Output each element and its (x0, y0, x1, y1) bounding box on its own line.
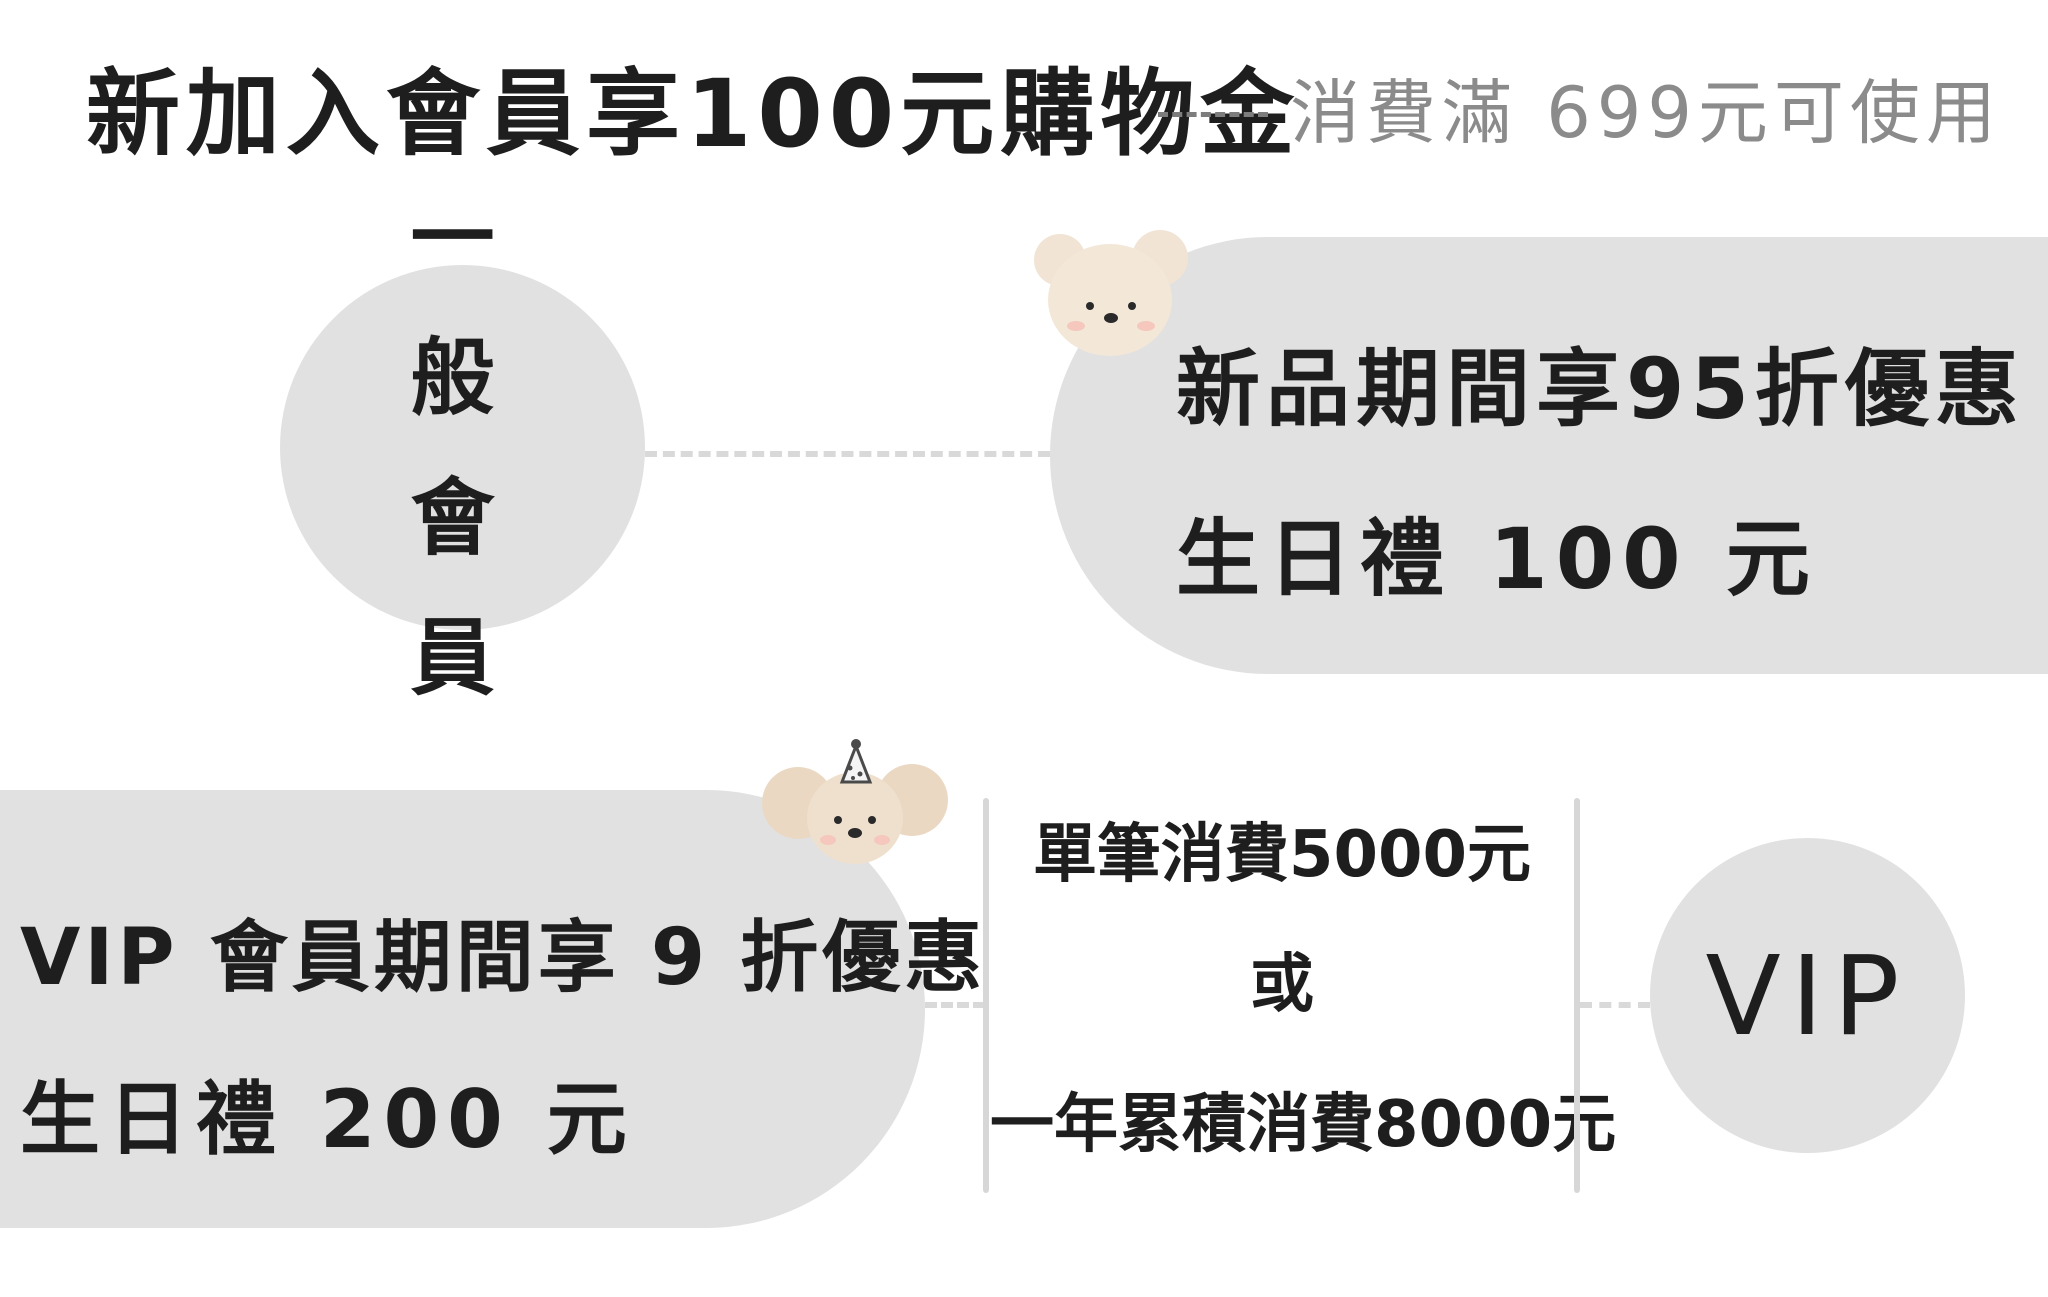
general-benefit-birthday: 生日禮 100 元 (1176, 510, 1818, 608)
vip-member-label: VIP (1705, 931, 1910, 1060)
vip-connector-right (1580, 1002, 1650, 1008)
vip-upgrade-conditions: 單筆消費5000元 或 一年累積消費8000元 (990, 790, 1617, 1200)
general-member-label: 一般會員 (410, 188, 515, 707)
general-benefits-panel: 新品期間享95折優惠 生日禮 100 元 (1050, 237, 2048, 674)
page-subtitle: 消費滿 699元可使用 (1290, 72, 2002, 154)
general-benefit-discount: 新品期間享95折優惠 (1176, 340, 2025, 438)
condition-divider-left (983, 798, 989, 1193)
vip-benefit-discount: VIP 會員期間享 9 折優惠 (20, 913, 987, 1003)
vip-condition-annual: 一年累積消費8000元 (990, 1088, 1617, 1162)
general-member-badge: 一般會員 (280, 189, 645, 707)
vip-member-badge: VIP (1650, 838, 1965, 1153)
vip-benefits-panel: VIP 會員期間享 9 折優惠 生日禮 200 元 (0, 790, 982, 1228)
koala-party-hat-icon (762, 739, 948, 864)
condition-divider-right (1574, 798, 1580, 1193)
general-connector (645, 451, 1050, 457)
page-title: 新加入會員享100元購物金 (86, 60, 1301, 169)
vip-condition-single: 單筆消費5000元 (1032, 818, 1532, 892)
title-divider (1158, 112, 1268, 117)
vip-benefit-birthday: 生日禮 200 元 (20, 1073, 635, 1166)
vip-connector-left (925, 1002, 985, 1008)
bear-icon (1034, 230, 1188, 356)
vip-condition-or: 或 (1250, 948, 1314, 1022)
